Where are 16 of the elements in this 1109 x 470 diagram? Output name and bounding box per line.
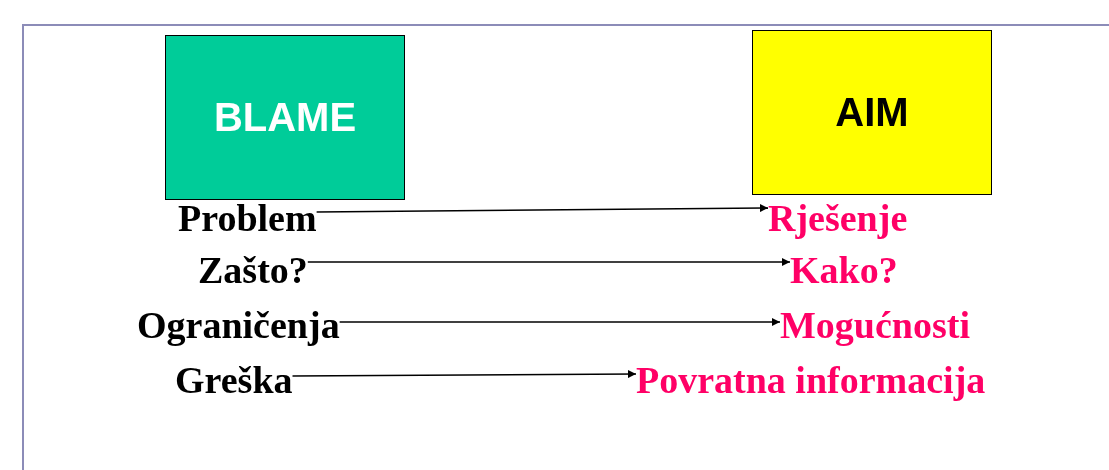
problem-term: Ograničenja [137, 303, 340, 347]
solution-term: Kako? [790, 248, 898, 292]
solution-term: Rješenje [768, 196, 908, 240]
problem-term: Greška [175, 358, 293, 402]
box-title: AIM [835, 90, 909, 135]
arrow [315, 204, 769, 213]
aim-box [752, 30, 992, 195]
arrow [338, 318, 781, 326]
blame-box [165, 35, 405, 200]
box-title: BLAME [213, 95, 357, 140]
arrow [291, 370, 637, 379]
arrow [307, 258, 791, 266]
problem-term: Zašto? [198, 248, 308, 292]
solution-term: Povratna informacija [636, 358, 986, 402]
solution-term: Mogućnosti [780, 303, 970, 347]
problem-term: Problem [178, 196, 317, 240]
